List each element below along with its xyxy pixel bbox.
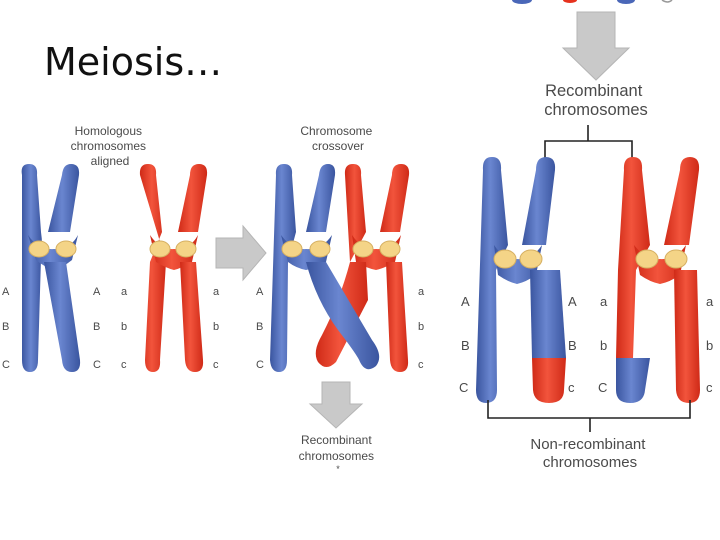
svg-text:b: b	[600, 338, 607, 353]
chromosome-recombinant-red	[616, 157, 700, 403]
centromere	[379, 240, 401, 258]
centromere	[309, 240, 331, 258]
svg-text:B: B	[2, 321, 9, 333]
centromere	[55, 240, 77, 258]
svg-text:C: C	[256, 359, 264, 371]
svg-text:c: c	[121, 359, 127, 371]
svg-text:b: b	[213, 321, 219, 333]
allele-labels-crossover: A B C a b c	[256, 286, 425, 371]
recombinant-label-right: Recombinant chromosomes	[544, 82, 648, 119]
svg-text:b: b	[121, 321, 127, 333]
svg-text:b: b	[418, 321, 424, 333]
arrow-down-icon	[561, 11, 631, 81]
svg-text:C: C	[459, 380, 468, 395]
centromere	[635, 249, 659, 269]
allele-labels-aligned: A B C A B C a b c a b c	[2, 286, 220, 371]
slide-title: Meiosis…	[44, 40, 223, 84]
svg-text:C: C	[2, 359, 10, 371]
svg-text:c: c	[568, 380, 575, 395]
centromere	[175, 240, 197, 258]
centromere	[28, 240, 50, 258]
nonrecombinant-label: Non-recombinant chromosomes	[530, 436, 649, 471]
svg-text:B: B	[461, 338, 470, 353]
allele-labels-recombinant: A B C A B c a b C a b c	[459, 294, 714, 395]
svg-text:c: c	[706, 380, 713, 395]
svg-text:B: B	[256, 321, 263, 333]
arrow-down-icon	[308, 381, 364, 429]
recombinant-bracket	[544, 125, 633, 160]
centromere	[281, 240, 303, 258]
svg-text:A: A	[256, 286, 264, 298]
chromosome-recombinant-blue	[476, 157, 566, 403]
svg-text:A: A	[461, 294, 470, 309]
svg-text:B: B	[93, 321, 100, 333]
svg-text:a: a	[121, 286, 128, 298]
arrow-right-icon	[215, 224, 267, 282]
chromosome-pair-blue-aligned	[21, 164, 81, 372]
svg-text:B: B	[568, 338, 577, 353]
svg-text:A: A	[568, 294, 577, 309]
centromere	[664, 249, 688, 269]
centromere	[149, 240, 171, 258]
svg-text:c: c	[418, 359, 424, 371]
centromere	[493, 249, 517, 269]
svg-text:c: c	[213, 359, 219, 371]
svg-text:b: b	[706, 338, 713, 353]
svg-text:C: C	[93, 359, 101, 371]
svg-text:A: A	[2, 286, 10, 298]
svg-text:A: A	[93, 286, 101, 298]
recombinant-label-left: Recombinant chromosomes *	[299, 433, 378, 474]
nonrecombinant-bracket	[487, 400, 691, 432]
svg-text:a: a	[418, 286, 425, 298]
chromosome-pair-red-aligned	[139, 164, 208, 372]
chromosome-crossover	[270, 164, 410, 372]
crossover-label: Chromosome crossover	[300, 124, 375, 153]
centromere	[352, 240, 374, 258]
partial-chromosomes-top	[512, 0, 673, 4]
svg-text:a: a	[706, 294, 714, 309]
aligned-label: Homologous chromosomes aligned	[71, 124, 150, 168]
centromere	[519, 249, 543, 269]
svg-text:a: a	[600, 294, 608, 309]
svg-text:a: a	[213, 286, 220, 298]
svg-text:C: C	[598, 380, 607, 395]
